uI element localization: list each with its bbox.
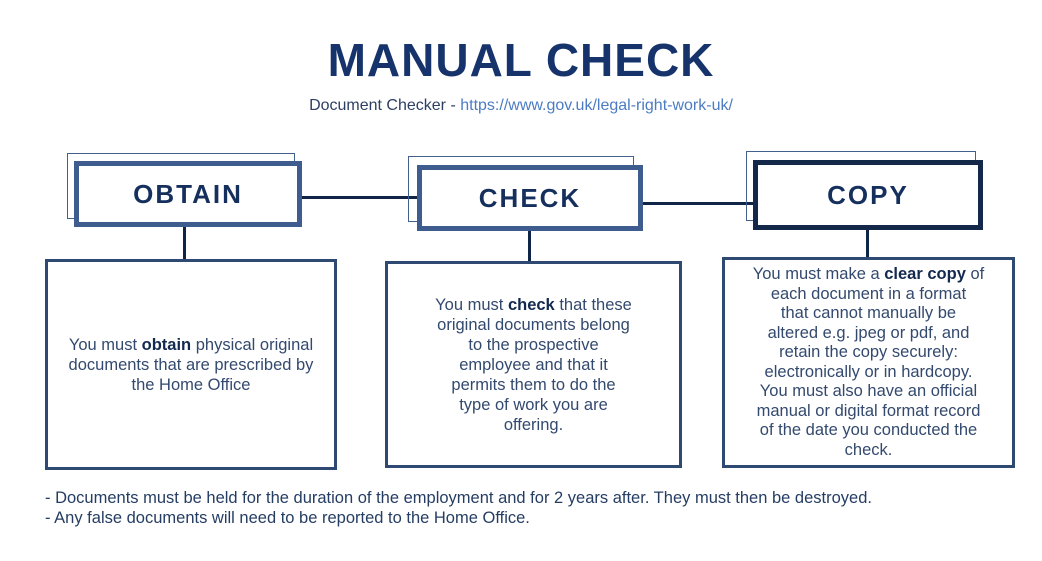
description-text-copy: You must make a clear copy of each docum… [752,265,985,459]
footnote-false-documents: - Any false documents will need to be re… [45,508,530,527]
step-label-check: CHECK [478,182,582,213]
step-box-copy: COPY [753,160,983,230]
step-box-check: CHECK [417,165,643,231]
connector-check-copy [643,202,753,205]
page-title: MANUAL CHECK [327,34,715,86]
description-text-obtain: You must obtain physical original docume… [68,335,314,394]
description-text-check: You must check that these original docum… [435,295,632,434]
step-label-obtain: OBTAIN [133,178,243,209]
connector-obtain-description [183,227,186,261]
subtitle-link[interactable]: https://www.gov.uk/legal-right-work-uk/ [460,97,733,114]
description-box-copy: You must make a clear copy of each docum… [722,257,1015,468]
step-box-obtain: OBTAIN [74,161,302,227]
step-label-copy: COPY [827,179,909,210]
description-box-obtain: You must obtain physical original docume… [45,259,337,470]
connector-copy-description [866,230,869,259]
description-box-check: You must check that these original docum… [385,261,682,468]
footnotes: - Documents must be held for the duratio… [45,489,872,528]
connector-check-description [528,231,531,263]
footnote-retention: - Documents must be held for the duratio… [45,489,872,507]
connector-obtain-check [302,196,417,199]
subtitle: Document Checker - https://www.gov.uk/le… [0,97,1042,115]
subtitle-label: Document Checker - [309,97,461,114]
